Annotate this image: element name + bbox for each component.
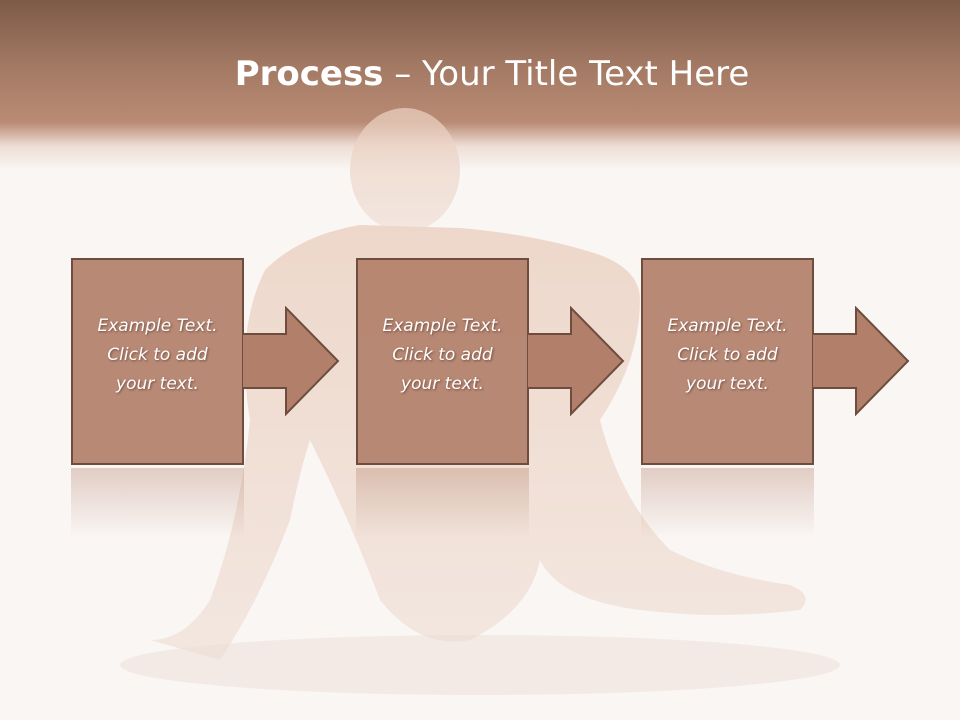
title-bold: Process [234,54,384,94]
step-2-reflection [356,468,529,538]
step-1-text[interactable]: Example Text. Click to add your text. [73,312,242,399]
step-2-text[interactable]: Example Text. Click to add your text. [358,312,527,399]
step-2-line-1: Example Text. [382,316,503,336]
step-2-arrow [527,306,625,416]
title-band [0,0,960,170]
process-step-3[interactable]: Example Text. Click to add your text. [641,258,814,465]
step-2-line-3: your text. [401,374,484,394]
step-1-line-1: Example Text. [97,316,218,336]
step-1-line-2: Click to add [107,345,208,365]
process-step-1[interactable]: Example Text. Click to add your text. [71,258,244,465]
step-1-reflection [71,468,244,538]
step-3-text[interactable]: Example Text. Click to add your text. [643,312,812,399]
step-3-reflection [641,468,814,538]
process-step-2[interactable]: Example Text. Click to add your text. [356,258,529,465]
step-3-line-1: Example Text. [667,316,788,336]
step-3-arrow [812,306,910,416]
step-2-line-2: Click to add [392,345,493,365]
step-1-line-3: your text. [116,374,199,394]
step-3-line-3: your text. [686,374,769,394]
slide-title[interactable]: Process – Your Title Text Here [0,52,960,96]
step-3-line-2: Click to add [677,345,778,365]
title-rest: – Your Title Text Here [383,54,750,94]
step-1-arrow [242,306,340,416]
